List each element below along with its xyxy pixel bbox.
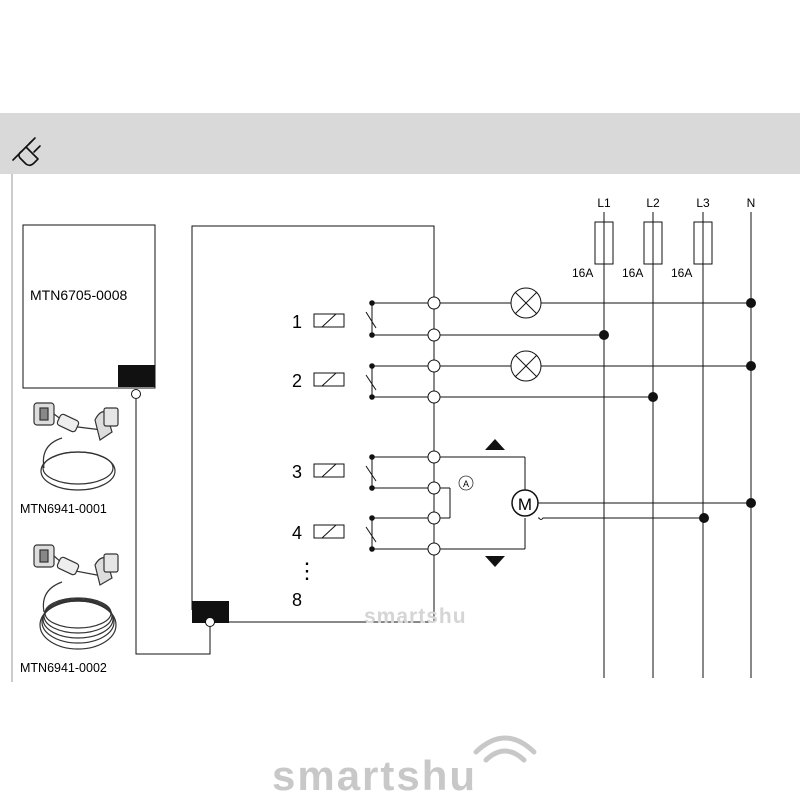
fuse-l2-label: 16A xyxy=(622,266,643,280)
motor-a-badge xyxy=(458,475,474,491)
junction-dots xyxy=(599,298,756,523)
plug-icon xyxy=(12,137,41,167)
fuse-l1-label: 16A xyxy=(572,266,593,280)
watermark-small: smartshu xyxy=(364,605,467,628)
watermark-large: smartshu xyxy=(272,752,477,799)
wifi-icon xyxy=(473,735,537,763)
up-arrow-icon xyxy=(485,439,505,450)
phase-l3-label: L3 xyxy=(696,196,710,210)
down-arrow-icon xyxy=(485,556,505,567)
bus-link-line xyxy=(135,399,211,655)
cable-long-icon xyxy=(33,544,119,650)
lamp-icon xyxy=(510,287,542,382)
device-terminal xyxy=(131,389,141,399)
channel-1-label: 1 xyxy=(292,312,302,332)
phase-n-label: N xyxy=(747,196,756,210)
channel-4-label: 4 xyxy=(292,523,302,543)
contact-wiring xyxy=(372,302,428,550)
fuse-l3-label: 16A xyxy=(671,266,692,280)
motor-label: M xyxy=(518,495,532,514)
supply-lines xyxy=(603,212,752,678)
actuator-outline xyxy=(191,225,435,622)
motor-icon xyxy=(511,489,539,517)
channel-3-label: 3 xyxy=(292,462,302,482)
cable-short-icon xyxy=(33,402,119,491)
phase-l1-label: L1 xyxy=(597,196,611,210)
phase-l2-label: L2 xyxy=(646,196,660,210)
relay-coils xyxy=(313,313,345,539)
device-connector xyxy=(118,365,155,387)
device-model: MTN6705-0008 xyxy=(30,287,127,303)
channel-2-label: 2 xyxy=(292,371,302,391)
channel-ellipsis: ⋮ xyxy=(296,558,318,583)
motor-a-label: A xyxy=(463,479,469,489)
device-box xyxy=(22,224,156,389)
actuator-connector xyxy=(192,601,229,623)
load-wiring xyxy=(440,302,751,550)
actuator-terminals xyxy=(427,296,441,556)
channel-8-label: 8 xyxy=(292,590,302,610)
cable-1-model: MTN6941-0001 xyxy=(20,502,107,516)
header-band xyxy=(0,113,800,174)
relay-contacts xyxy=(365,300,377,552)
fuse-icon xyxy=(594,221,713,265)
actuator-terminal xyxy=(205,617,215,627)
cable-2-model: MTN6941-0002 xyxy=(20,661,107,675)
